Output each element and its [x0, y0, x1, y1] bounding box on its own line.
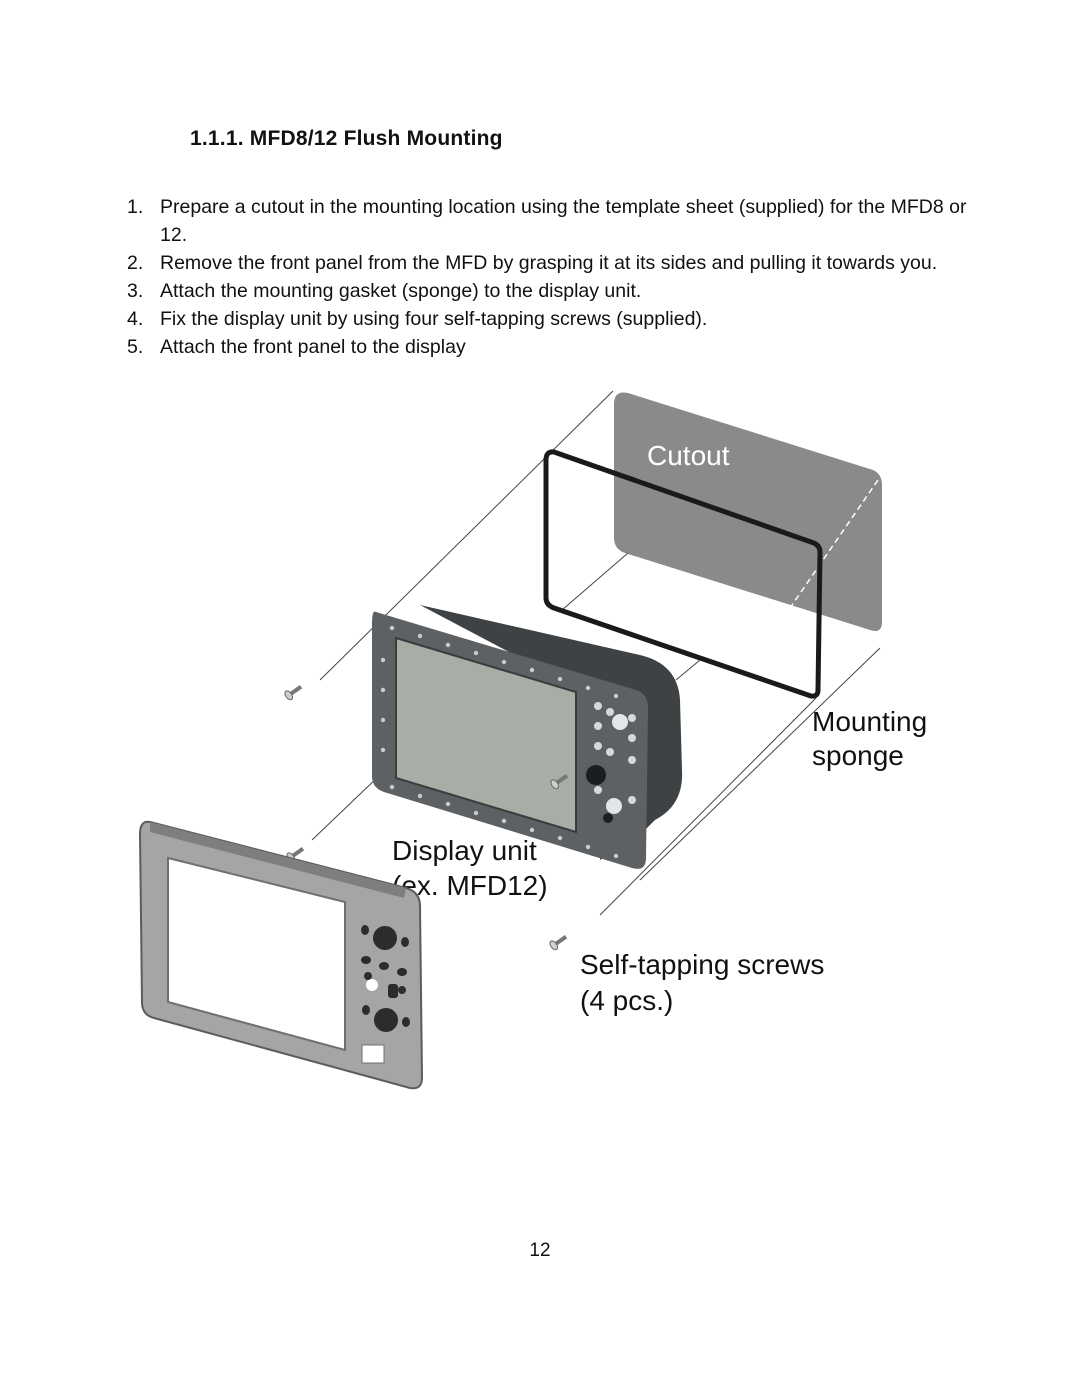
instruction-step: 4. Fix the display unit by using four se… — [127, 305, 967, 333]
step-number: 3. — [127, 280, 144, 302]
section-heading: 1.1.1. MFD8/12 Flush Mounting — [190, 127, 503, 150]
display-unit-label-1: Display unit — [392, 835, 537, 866]
front-panel-window — [167, 856, 346, 1052]
step-text: Prepare a cutout in the mounting locatio… — [160, 196, 967, 246]
mounting-diagram: Cutout Mounting sponge — [138, 390, 927, 1090]
step-text: Fix the display unit by using four self-… — [160, 308, 708, 330]
front-panel-slot — [361, 1044, 385, 1064]
display-unit-bolt-holes — [380, 625, 619, 859]
front-panel-key-holes — [361, 925, 410, 1032]
mounting-sponge-label-1: Mounting — [812, 706, 927, 737]
screw-icon — [550, 774, 569, 790]
display-unit-small-knob — [603, 813, 613, 823]
display-unit-knob — [586, 765, 606, 785]
screws-label-1: Self-tapping screws — [580, 949, 824, 980]
step-text: Attach the front panel to the display — [160, 336, 466, 358]
display-unit — [372, 605, 683, 869]
step-number: 1. — [127, 196, 144, 218]
instruction-step: 2. Remove the front panel from the MFD b… — [127, 249, 967, 277]
step-text: Attach the mounting gasket (sponge) to t… — [160, 280, 642, 302]
page-number: 12 — [529, 1240, 551, 1261]
cutout-dash-line — [789, 479, 879, 609]
mounting-sponge-label-2: sponge — [812, 740, 904, 771]
front-panel — [138, 820, 424, 1090]
instruction-step: 5. Attach the front panel to the display — [127, 333, 967, 361]
step-number: 5. — [127, 336, 144, 358]
alignment-lines — [311, 390, 881, 916]
step-number: 4. — [127, 308, 144, 330]
instruction-step: 3. Attach the mounting gasket (sponge) t… — [127, 277, 967, 305]
step-text: Remove the front panel from the MFD by g… — [160, 252, 938, 274]
cutout-label: Cutout — [647, 440, 730, 471]
screw-icon — [549, 935, 568, 951]
cutout-panel — [614, 392, 882, 631]
display-unit-screen — [395, 636, 577, 834]
screw-icon — [284, 685, 303, 701]
mounting-sponge — [543, 449, 823, 699]
front-panel-white-key — [366, 979, 378, 991]
display-unit-keys — [594, 702, 636, 814]
screws-label-2: (4 pcs.) — [580, 985, 673, 1016]
instruction-list: 1. Prepare a cutout in the mounting loca… — [127, 193, 967, 361]
instruction-step: 1. Prepare a cutout in the mounting loca… — [127, 193, 967, 249]
front-panel-top-strip — [150, 822, 406, 898]
step-number: 2. — [127, 252, 144, 274]
